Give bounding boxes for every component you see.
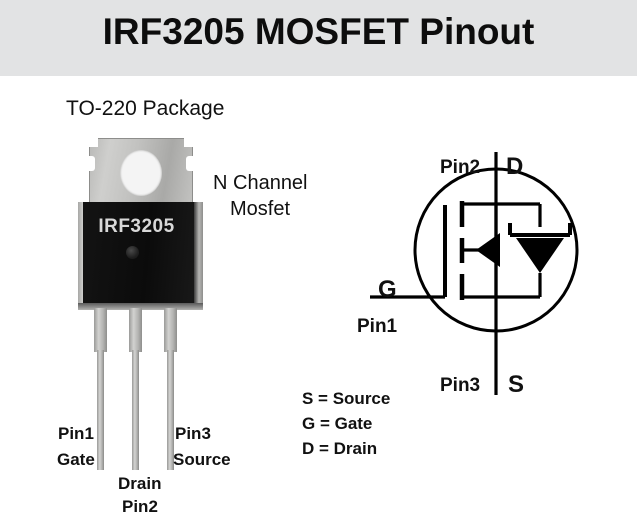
pin1-lead bbox=[97, 350, 104, 470]
pin1-shoulder bbox=[94, 308, 107, 352]
mosfet-symbol-svg bbox=[370, 152, 579, 395]
pin3-lead bbox=[167, 350, 174, 470]
package-label-pin3: Pin3 bbox=[175, 424, 211, 443]
package-label-gate: Gate bbox=[57, 450, 95, 469]
body-diode-triangle-icon bbox=[516, 238, 564, 273]
to220-package-illustration: IRF3205 bbox=[70, 130, 210, 480]
pin2-shoulder bbox=[129, 308, 142, 352]
tab-corner-left bbox=[89, 138, 98, 147]
symbol-label-gate-letter: G bbox=[378, 276, 397, 303]
legend-item-source: S = Source bbox=[302, 389, 391, 408]
header-band bbox=[0, 0, 637, 76]
body-rim-right bbox=[194, 202, 203, 310]
legend: S = Source G = Gate D = Drain bbox=[302, 386, 390, 461]
pin2-lead bbox=[132, 350, 139, 470]
symbol-label-gate-pin: Pin1 bbox=[357, 316, 398, 337]
package-label-drain: Drain bbox=[118, 474, 162, 493]
tab-notch-left bbox=[88, 156, 95, 171]
body-arrow-icon bbox=[476, 233, 500, 267]
legend-item-gate: G = Gate bbox=[302, 414, 373, 433]
package-label-pin1: Pin1 bbox=[58, 424, 94, 443]
body-dimple bbox=[126, 246, 139, 259]
pin3-shoulder bbox=[164, 308, 177, 352]
tab-notch-right bbox=[186, 156, 193, 171]
channel-type-line2: Mosfet bbox=[230, 198, 291, 220]
part-number-marking: IRF3205 bbox=[98, 216, 175, 237]
mosfet-symbol bbox=[340, 145, 600, 405]
page-title: IRF3205 MOSFET Pinout bbox=[102, 11, 535, 52]
package-caption: TO-220 Package bbox=[66, 97, 225, 120]
symbol-label-drain-pin: Pin2 bbox=[440, 157, 481, 178]
body-rim-left bbox=[78, 202, 83, 310]
channel-type-line1: N Channel bbox=[213, 172, 308, 194]
package-body bbox=[78, 202, 203, 310]
body-rim-bottom bbox=[78, 303, 203, 310]
tab-corner-right bbox=[184, 138, 193, 147]
symbol-label-source-pin: Pin3 bbox=[440, 375, 481, 396]
legend-item-drain: D = Drain bbox=[302, 439, 378, 458]
package-label-pin2: Pin2 bbox=[122, 497, 158, 512]
symbol-label-source-letter: S bbox=[508, 371, 525, 398]
package-label-source: Source bbox=[173, 450, 231, 469]
symbol-label-drain-letter: D bbox=[506, 153, 524, 180]
mounting-hole bbox=[120, 150, 162, 196]
